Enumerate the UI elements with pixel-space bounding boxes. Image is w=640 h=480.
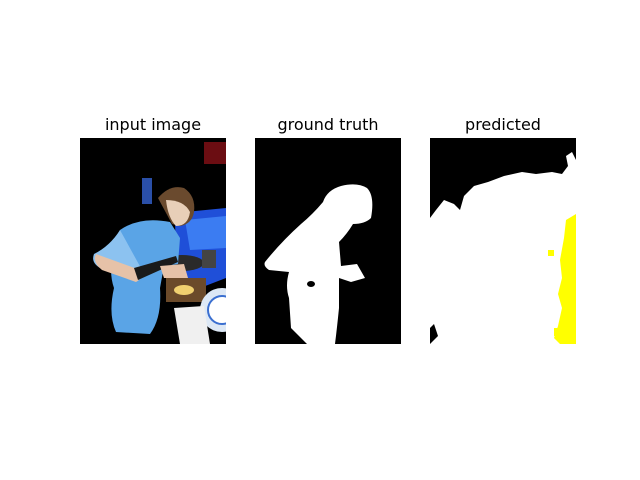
ground-truth-panel: ground truth	[255, 112, 401, 344]
predicted-highlight-region	[554, 214, 576, 344]
predicted-mask	[430, 138, 576, 344]
person-mask	[264, 184, 373, 344]
input-image	[80, 138, 226, 344]
predicted-title: predicted	[465, 115, 541, 134]
ground-truth-title: ground truth	[277, 115, 379, 134]
red-corner-object	[204, 142, 226, 164]
predicted-panel: predicted	[430, 112, 576, 344]
knife	[134, 256, 178, 280]
predicted-foreground	[430, 152, 576, 344]
ground-truth-mask	[255, 138, 401, 344]
input-image-panel: input image	[80, 112, 226, 344]
input-image-title: input image	[104, 115, 202, 134]
person-arm	[94, 254, 142, 282]
